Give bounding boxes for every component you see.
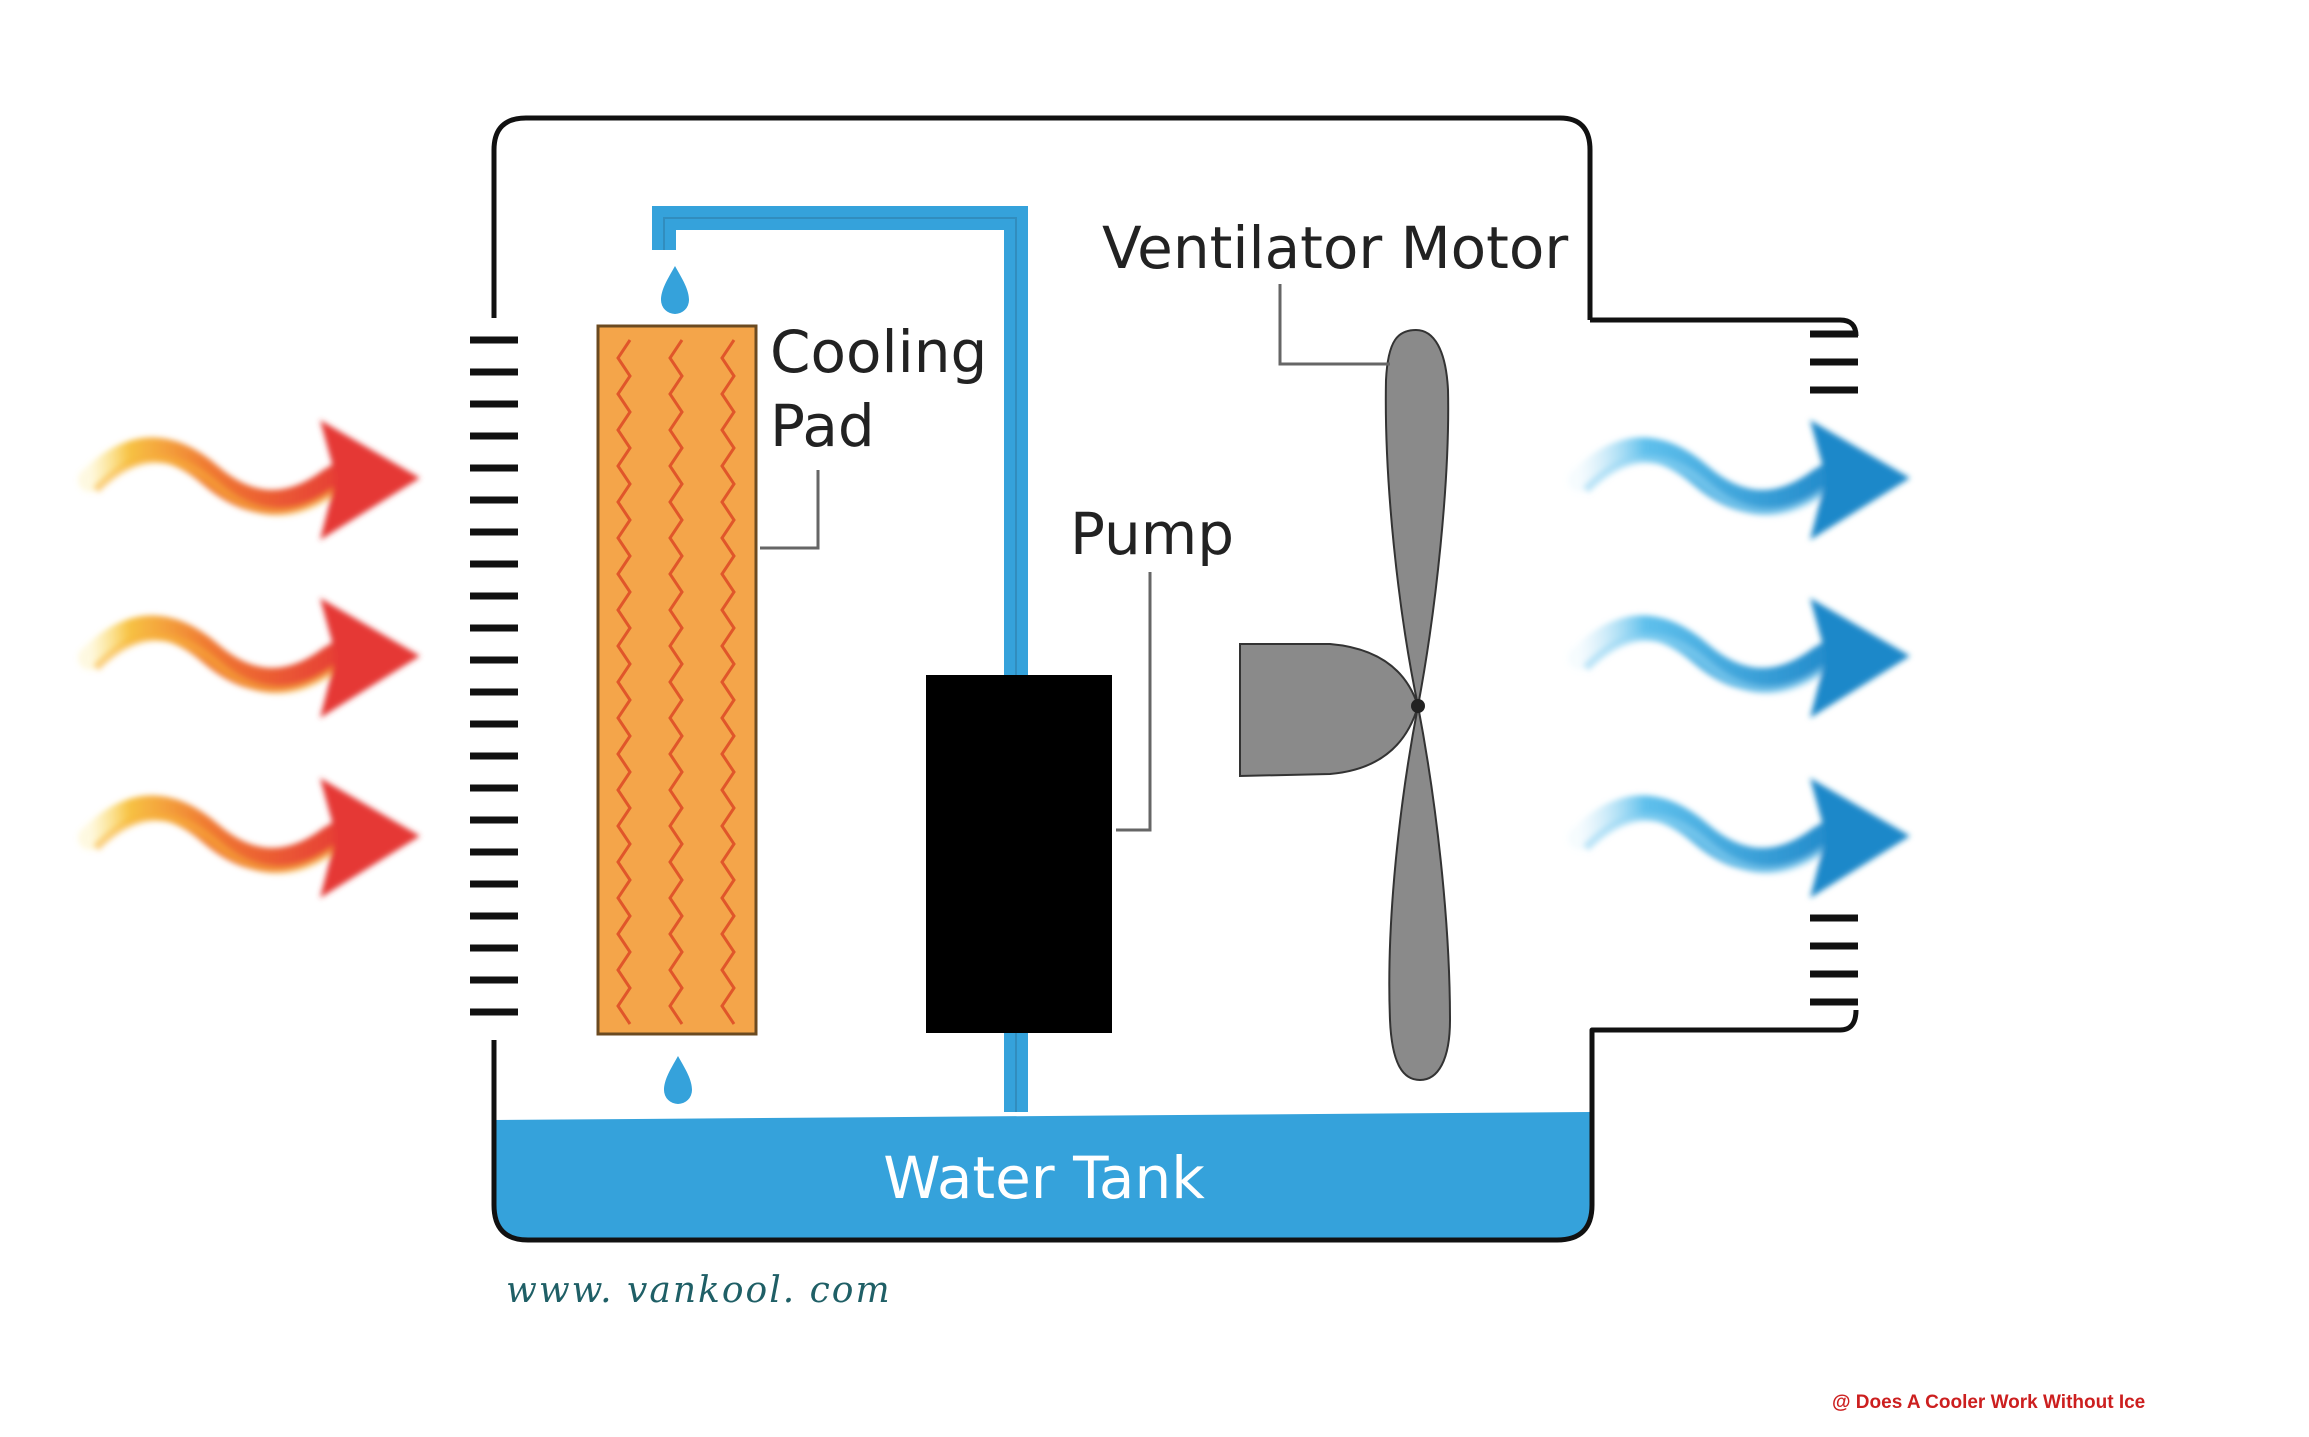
- cooling-pad-leader: [760, 470, 820, 550]
- caption: @ Does A Cooler Work Without Ice: [1832, 1392, 2145, 1413]
- hot-air-arrow-icon: [90, 778, 420, 898]
- website-watermark: www. vankool. com: [506, 1270, 892, 1311]
- intake-grille: [470, 336, 518, 1016]
- pump: [926, 675, 1112, 1033]
- ventilator-motor-leader: [1278, 284, 1390, 366]
- cool-air-arrows: [1580, 420, 1910, 898]
- outlet-grille: [1810, 330, 1858, 1006]
- pump-label: Pump: [1070, 500, 1234, 568]
- cool-air-arrow-icon: [1580, 778, 1910, 898]
- cooling-pad-zigzag: [616, 339, 736, 1025]
- water-tank-label: Water Tank: [883, 1144, 1205, 1212]
- cool-air-arrow-icon: [1580, 420, 1910, 540]
- cool-air-arrow-icon: [1580, 598, 1910, 718]
- pump-leader: [1116, 572, 1152, 832]
- hot-air-arrow-icon: [90, 420, 420, 540]
- motor-housing: [1239, 643, 1420, 778]
- fan-hub: [1411, 699, 1425, 713]
- water-tank: [494, 1112, 1590, 1238]
- ventilator-motor-label: Ventilator Motor: [1102, 214, 1568, 282]
- hot-air-arrows: [90, 420, 420, 898]
- hot-air-arrow-icon: [90, 598, 420, 718]
- water-pipe: [652, 206, 1028, 1112]
- fan-blade-bottom: [1388, 705, 1452, 1082]
- fan-blade-top: [1384, 328, 1450, 707]
- water-drop-icon: [661, 266, 689, 314]
- water-drop-icon: [664, 1056, 692, 1104]
- cooling-pad-label-line1: Cooling: [770, 318, 987, 386]
- cooling-pad-label-line2: Pad: [770, 392, 875, 460]
- ventilator-fan: [1239, 328, 1452, 1082]
